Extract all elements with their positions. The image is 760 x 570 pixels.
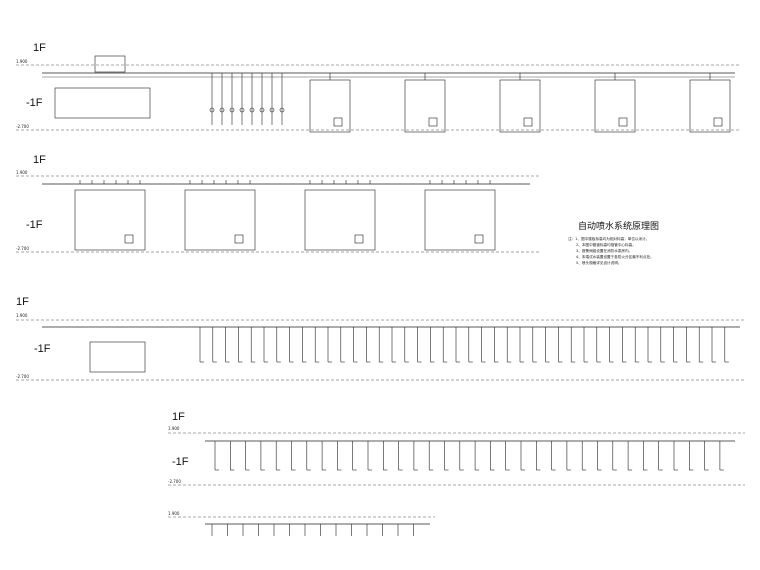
elevation-upper-d: 1.900 [168,426,180,431]
valve-icon [279,107,285,113]
branches-c [199,327,729,363]
elevation-upper-a: 1.900 [16,59,28,64]
valve-icon [209,107,215,113]
flow-indicator-icon [523,117,533,127]
valve-icon [239,107,245,113]
branch-loop [304,189,376,251]
water-tank-c [89,341,146,373]
flow-indicator-icon [713,117,723,127]
floor-label-b1-b: -1F [26,219,43,231]
floor-label-b1-d: -1F [172,456,189,468]
elevation-lower-a: -2.700 [16,124,29,129]
elevation-upper-e: 1.900 [168,511,180,516]
branch-loop [184,189,256,251]
elevation-lower-c: -2.700 [16,374,29,379]
flow-indicator-icon [428,117,438,127]
legend-note-2: 2、本图中管道标高均指管中心标高。 [576,242,636,247]
floor-label-1f-a: 1F [33,42,46,54]
flow-indicator-icon [124,234,134,244]
elevation-lower-b: -2.700 [16,246,29,251]
legend-note-3: 3、报警阀组设置在消防水泵房内。 [576,248,632,253]
elevation-lower-d: -2.700 [168,479,181,484]
section-5: 1.900 [168,511,435,536]
legend-note-1: 注：1、图中楼板标高均为相对标高，单位以米计。 [568,236,649,241]
branches-a [309,73,731,133]
risers-a [209,73,285,125]
flow-indicator-icon [618,117,628,127]
section-4: 1F -1F 1.900 -2.700 [168,411,745,486]
section-2: 1F -1F 1.900 -2.700 [16,154,540,253]
flow-indicator-icon [474,234,484,244]
floor-label-1f-c: 1F [16,296,29,308]
legend-note-5: 5、喷头规格详见设计说明。 [576,260,621,265]
floor-label-1f-b: 1F [33,154,46,166]
floor-label-1f-d: 1F [172,411,185,423]
legend-block: 自动喷水系统原理图 注：1、图中楼板标高均为相对标高，单位以米计。 2、本图中管… [568,220,659,265]
section-1: 1F -1F 1.900 -2.700 [16,42,740,133]
legend-title: 自动喷水系统原理图 [578,220,659,232]
branches-d [214,441,724,471]
branch-loop [424,189,496,251]
valve-icon [249,107,255,113]
valve-icon [259,107,265,113]
pump-set-a [94,55,126,73]
floor-label-b1-a: -1F [26,97,43,109]
legend-note-4: 4、末端试水装置设置于各防火分区最不利点处。 [576,254,654,259]
water-tank-a [54,87,151,119]
branch-loop [74,189,146,251]
flow-indicator-icon [234,234,244,244]
floor-label-b1-c: -1F [34,343,51,355]
branches-b [74,180,496,251]
flow-indicator-icon [333,117,343,127]
branches-e [211,524,414,536]
elevation-upper-c: 1.900 [16,313,28,318]
valve-icon [229,107,235,113]
elevation-upper-b: 1.900 [16,170,28,175]
flow-indicator-icon [354,234,364,244]
valve-icon [269,107,275,113]
valve-icon [219,107,225,113]
section-3: 1F -1F 1.900 -2.700 [16,296,745,381]
